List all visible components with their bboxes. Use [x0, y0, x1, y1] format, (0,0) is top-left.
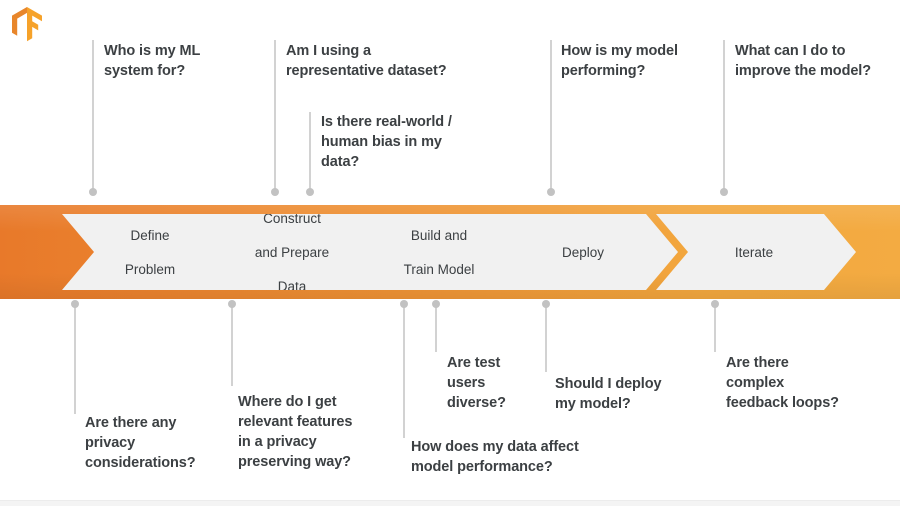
pipeline-stage-label: Build and Train Model [376, 227, 507, 278]
question-line: performing? [561, 63, 646, 79]
question-line: system for? [104, 63, 186, 79]
connector-dot [89, 188, 97, 196]
question-line: considerations? [85, 455, 196, 471]
pipeline-stage-label: Construct and Prepare Data [227, 210, 361, 295]
question-line: Are there any [85, 415, 177, 431]
stage-line: Deploy [561, 244, 605, 260]
question-line: in a privacy [238, 434, 317, 450]
tensorflow-logo-icon [12, 7, 42, 43]
pipeline-stage-iterate[interactable]: Iterate [656, 214, 856, 290]
question-line: complex [726, 375, 785, 391]
connector-dot [711, 300, 719, 308]
connector-dot [271, 188, 279, 196]
question-how-is-my-model-performing: How is my model performing? [561, 41, 731, 81]
question-line: Am I using a [286, 43, 372, 59]
question-should-i-deploy: Should I deploy my model? [555, 374, 715, 414]
footer-strip [0, 500, 900, 506]
question-complex-feedback-loops: Are there complex feedback loops? [726, 353, 896, 413]
question-line: privacy [85, 435, 136, 451]
question-line: Is there real-world / [321, 114, 452, 130]
question-real-world-human-bias: Is there real-world / human bias in my d… [321, 112, 501, 172]
stage-line: Define [130, 227, 170, 243]
pipeline-stage-label: Define Problem [97, 227, 207, 278]
question-line: my model? [555, 396, 631, 412]
question-line: human bias in my [321, 134, 442, 150]
stage-line: Construct [263, 210, 321, 226]
pipeline-stage-label: Iterate [707, 244, 805, 261]
connector-dot [720, 188, 728, 196]
stage-line: and Prepare [254, 244, 330, 260]
connector-line-feedback-loops-bottom [711, 300, 719, 352]
question-line: Are test [447, 355, 501, 371]
connector-line-dataset-top [271, 40, 279, 196]
connector-line-bias-top [306, 112, 314, 196]
pipeline-banner: Define Problem Construct and Prepare Dat… [0, 205, 900, 299]
connector-dot [306, 188, 314, 196]
question-data-affect-performance: How does my data affect model performanc… [411, 437, 641, 477]
connector-line-test-users-diverse-bottom [432, 300, 440, 352]
connector-dot [228, 300, 236, 308]
connector-line-performing-top [547, 40, 555, 196]
question-improve-the-model: What can I do to improve the model? [735, 41, 900, 81]
question-line: How is my model [561, 43, 678, 59]
question-line: Should I deploy [555, 376, 662, 392]
stage-line: Build and [410, 227, 468, 243]
question-line: preserving way? [238, 454, 351, 470]
question-who-is-my-ml-system-for: Who is my ML system for? [104, 41, 274, 81]
question-relevant-features-privacy: Where do I get relevant features in a pr… [238, 392, 403, 472]
connector-line-data-affect-performance-bottom [400, 300, 408, 438]
connector-dot [71, 300, 79, 308]
stage-line: Iterate [734, 244, 774, 260]
connector-dot [400, 300, 408, 308]
stage-line: Train Model [403, 261, 475, 277]
question-representative-dataset: Am I using a representative dataset? [286, 41, 506, 81]
question-line: improve the model? [735, 63, 871, 79]
question-line: Where do I get [238, 394, 337, 410]
question-line: diverse? [447, 395, 506, 411]
connector-line-define-problem-top [89, 40, 97, 196]
connector-line-improve-top [720, 40, 728, 196]
stage-line: Data [277, 278, 307, 294]
connector-line-relevant-features-bottom [228, 300, 236, 386]
question-line: model performance? [411, 459, 553, 475]
question-privacy-considerations: Are there any privacy considerations? [85, 413, 235, 473]
question-line: Who is my ML [104, 43, 201, 59]
question-line: What can I do to [735, 43, 846, 59]
question-line: Are there [726, 355, 789, 371]
pipeline-stage-label: Deploy [534, 244, 636, 261]
question-line: users [447, 375, 486, 391]
question-line: data? [321, 154, 360, 170]
connector-dot [432, 300, 440, 308]
question-line: How does my data affect [411, 439, 579, 455]
connector-dot [542, 300, 550, 308]
stage-line: Problem [124, 261, 176, 277]
question-line: representative dataset? [286, 63, 447, 79]
question-line: feedback loops? [726, 395, 839, 411]
connector-dot [547, 188, 555, 196]
question-line: relevant features [238, 414, 353, 430]
question-test-users-diverse: Are test users diverse? [447, 353, 557, 413]
connector-line-privacy-considerations-bottom [71, 300, 79, 414]
connector-line-should-i-deploy-bottom [542, 300, 550, 372]
